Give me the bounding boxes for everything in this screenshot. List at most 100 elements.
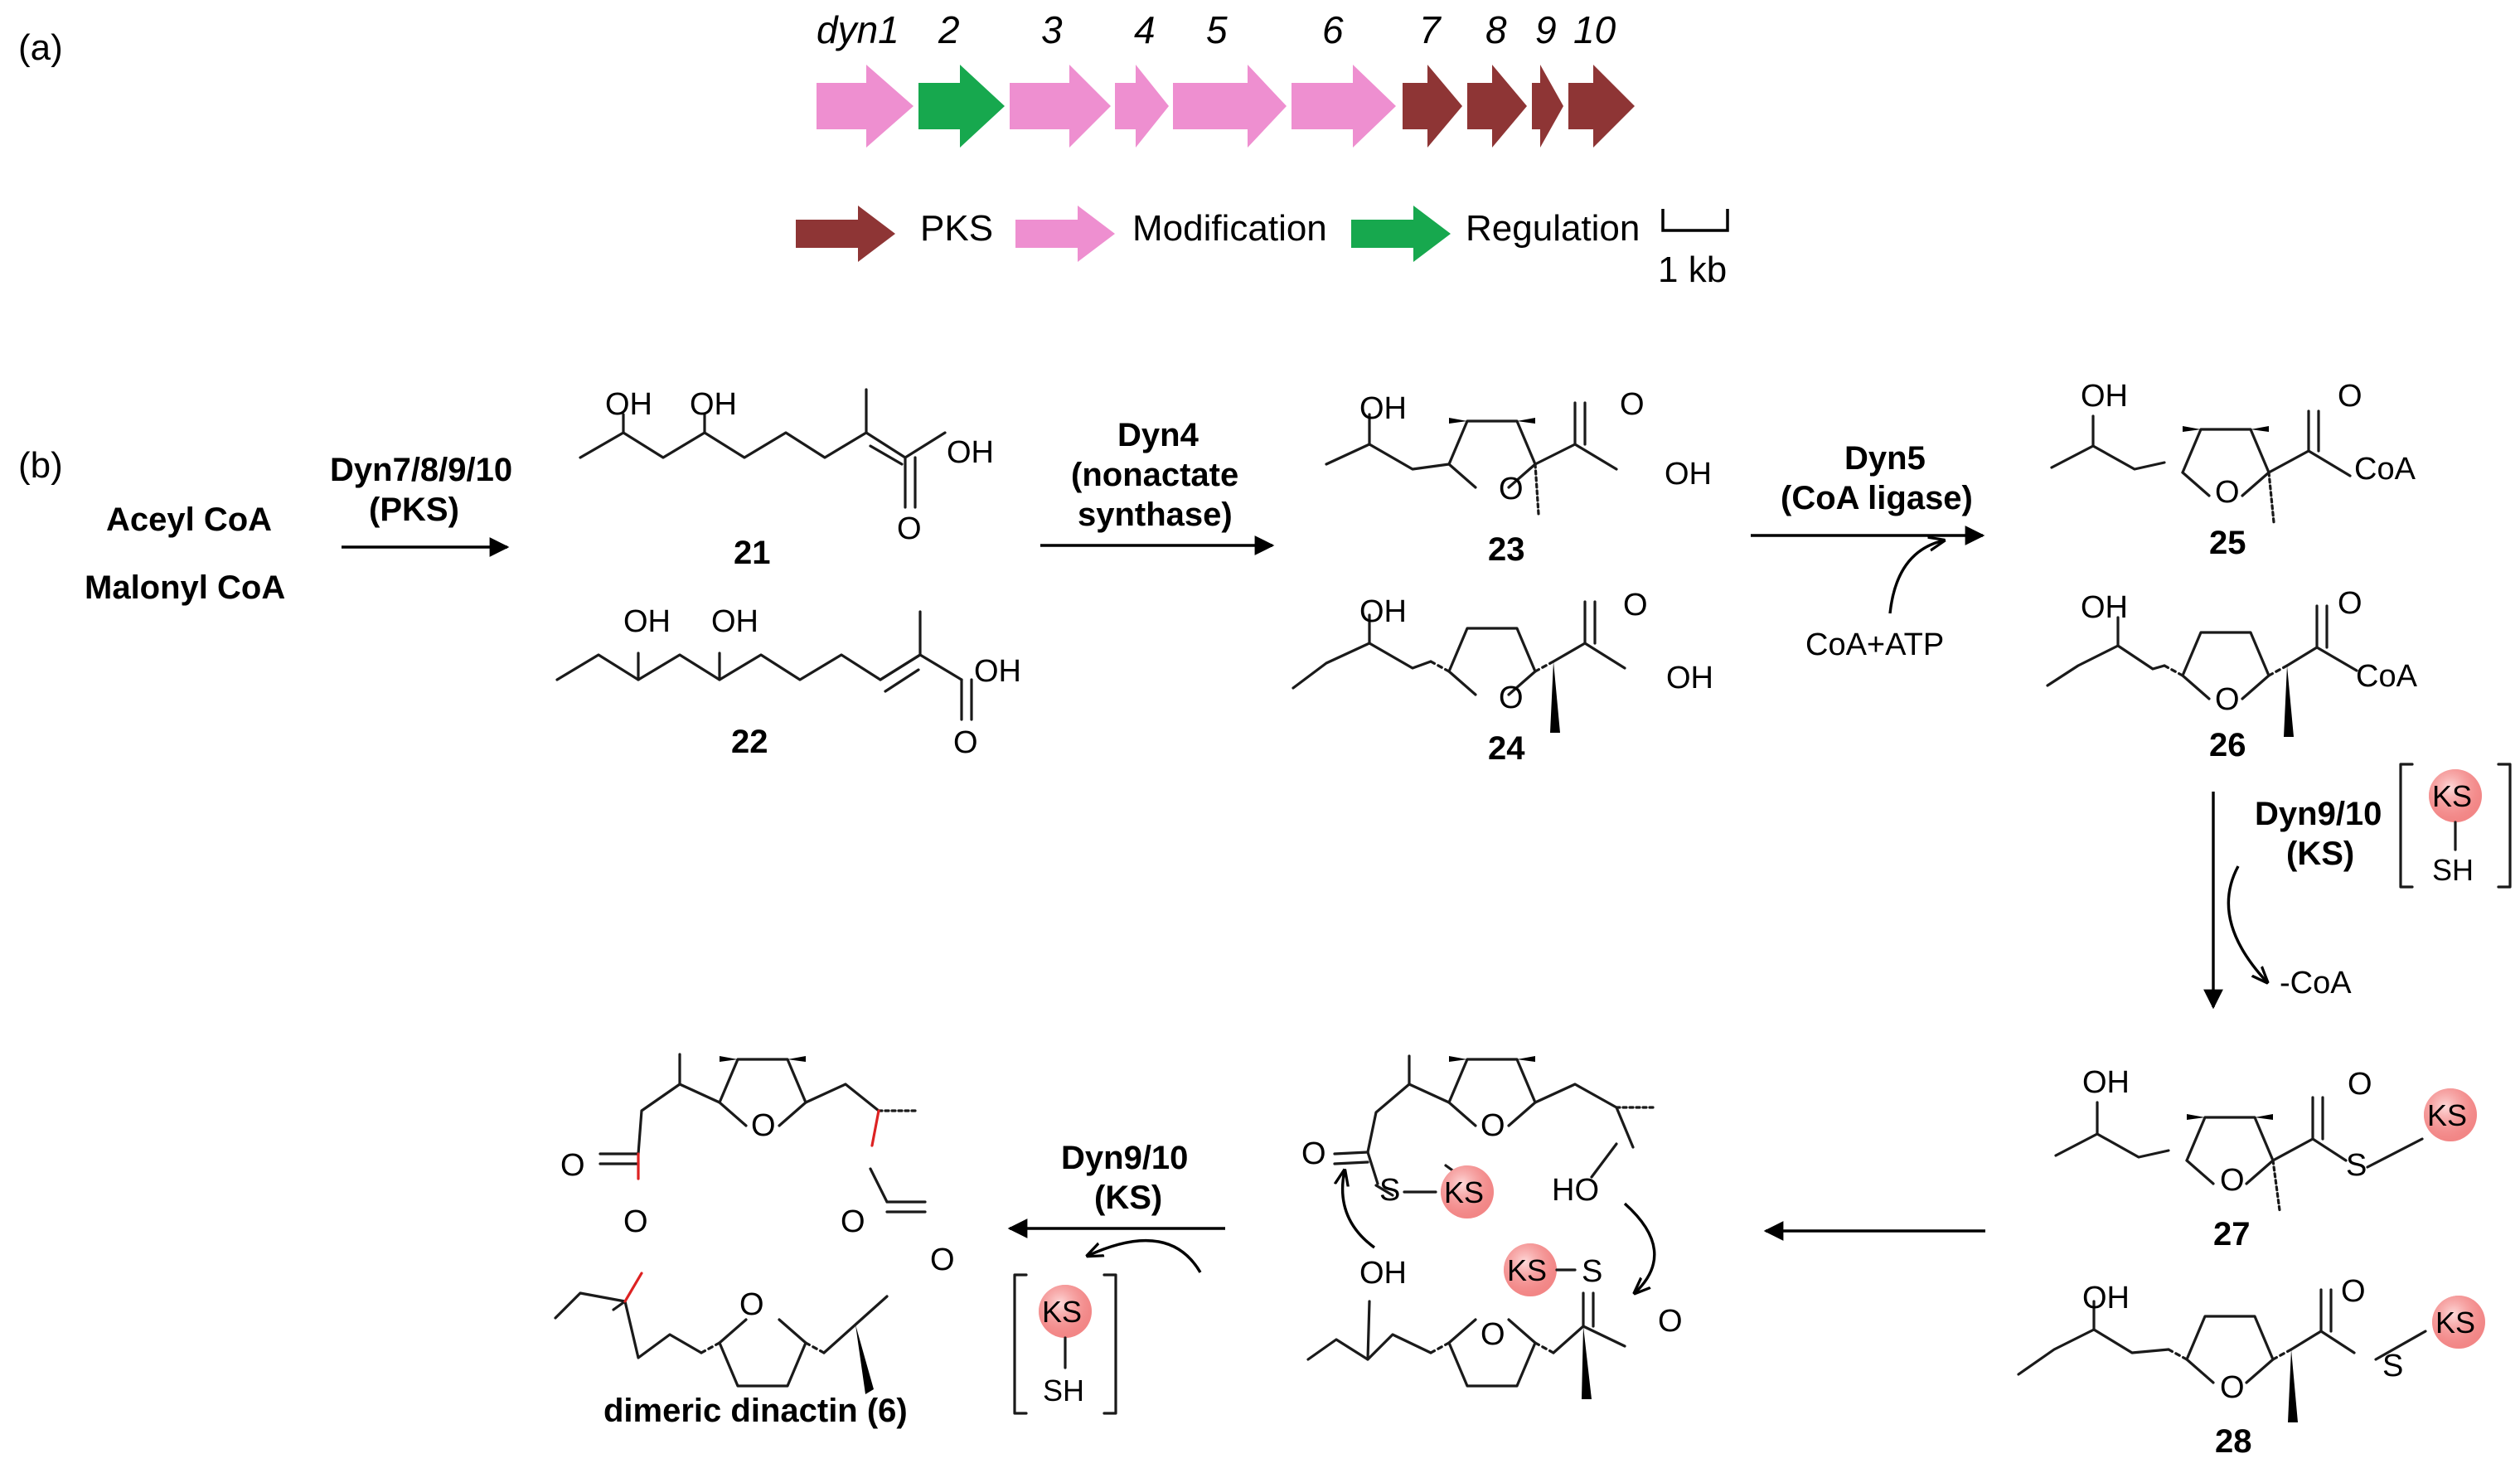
enzyme-dyn4-name: Dyn4 — [1117, 417, 1199, 453]
c28-ks-label: KS — [2435, 1306, 2475, 1340]
c27-oh: OH — [2082, 1065, 2130, 1100]
c26-coa: CoA — [2356, 659, 2418, 694]
enzyme-dyn4-role1: (nonactate — [1071, 457, 1238, 493]
scale-bar — [1661, 209, 1729, 232]
final-ks-release-curve — [1088, 1238, 1202, 1273]
gene-arrow-7 — [1403, 65, 1462, 148]
c24-acid-oh: OH — [1666, 661, 1713, 695]
c22-oh2: OH — [711, 604, 758, 639]
gene-label-5: 5 — [1206, 8, 1228, 51]
din-ring-o-top: O — [751, 1108, 776, 1143]
gene-label-2: 2 — [938, 8, 960, 51]
gene-arrow-10 — [1568, 65, 1635, 148]
gene-label-dyn1: dyn1 — [817, 8, 899, 51]
enzyme-ks2-role: (KS) — [1094, 1180, 1162, 1216]
enzyme-ks-name: Dyn9/10 — [2255, 796, 2382, 832]
c22-oh1: OH — [623, 604, 671, 639]
gene-label-9: 9 — [1535, 8, 1557, 51]
gene-arrow-3 — [1010, 65, 1111, 148]
int-oh-bottom: OH — [1359, 1256, 1407, 1291]
legend-regulation-swatch — [1351, 206, 1451, 262]
gene-label-6: 6 — [1322, 8, 1344, 51]
ks-enzyme-bracket — [2399, 763, 2512, 889]
structure-27 — [2054, 1096, 2424, 1212]
gene-label-4: 4 — [1134, 8, 1156, 51]
legend-pks-label: PKS — [920, 208, 993, 249]
c23-ring-o: O — [1499, 472, 1524, 506]
din-carbonyl-o-left: O — [560, 1148, 585, 1183]
ks-sh: SH — [2432, 853, 2474, 887]
int-s-top: S — [1379, 1173, 1400, 1208]
c26-ring-o: O — [2215, 682, 2240, 717]
c28-oh: OH — [2082, 1281, 2130, 1315]
gene-arrow-5 — [1173, 65, 1287, 148]
c28-carbonyl-o: O — [2341, 1274, 2366, 1309]
gene-label-3: 3 — [1041, 8, 1063, 51]
din-ring-o-bottom: O — [739, 1287, 764, 1322]
c28-ring-o: O — [2220, 1370, 2245, 1405]
din-carbonyl-o-right: O — [930, 1243, 955, 1277]
gene-arrow-6 — [1292, 65, 1396, 148]
gene-label-8: 8 — [1485, 8, 1507, 51]
enzyme-dyn5-role: (CoA ligase) — [1781, 480, 1973, 516]
gene-arrow-4 — [1115, 65, 1169, 148]
gene-arrow-dyn1 — [817, 65, 914, 148]
dyn5-cofactor-curve — [1888, 540, 1944, 614]
c27-ks-label: KS — [2427, 1098, 2467, 1132]
gene-arrow-9 — [1532, 65, 1563, 148]
coa-release: -CoA — [2280, 966, 2352, 1000]
int-ks-bottom-label: KS — [1507, 1253, 1547, 1287]
gene-label-10: 10 — [1573, 8, 1616, 51]
int-ho: HO — [1552, 1173, 1599, 1208]
int-carbonyl-o-top: O — [1301, 1136, 1326, 1171]
compound-label-24: 24 — [1488, 730, 1525, 767]
int-ring-o-bottom: O — [1480, 1317, 1505, 1352]
ks-coa-release-curve — [2227, 865, 2267, 982]
compound-label-23: 23 — [1488, 531, 1525, 568]
c25-oh: OH — [2081, 379, 2128, 414]
legend-regulation-label: Regulation — [1466, 208, 1640, 249]
c28-s: S — [2382, 1349, 2403, 1383]
c22-acid-oh: OH — [974, 654, 1021, 689]
compound-label-dinactin: dimeric dinactin (6) — [603, 1393, 908, 1429]
compound-label-27: 27 — [2213, 1216, 2251, 1252]
c23-carbonyl-o: O — [1620, 387, 1645, 422]
c27-ring-o: O — [2220, 1163, 2245, 1198]
c27-carbonyl-o: O — [2348, 1067, 2372, 1102]
structure-22 — [555, 610, 973, 721]
enzyme-dyn4-role2: synthase) — [1078, 497, 1233, 533]
structure-24 — [1292, 600, 1626, 733]
legend-pks-swatch — [796, 206, 895, 262]
structure-25 — [2050, 409, 2352, 524]
c21-oh1: OH — [605, 387, 652, 422]
substrate-acyl-coa: Aceyl CoA — [106, 501, 272, 538]
int-s-bottom: S — [1582, 1254, 1602, 1289]
c23-acid-oh: OH — [1665, 457, 1712, 492]
c22-carbonyl-o: O — [953, 725, 978, 760]
legend-modification-label: Modification — [1132, 208, 1327, 249]
c21-oh2: OH — [690, 387, 737, 422]
gene-legend: PKS Modification Regulation 1 kb — [796, 206, 1729, 290]
din-ester-o-right: O — [841, 1204, 865, 1239]
structure-28 — [2017, 1288, 2427, 1422]
structure-dinactin-bottom — [554, 1272, 889, 1394]
din-ester-o-left: O — [623, 1204, 648, 1239]
c25-coa: CoA — [2354, 452, 2416, 487]
int-ring-o-top: O — [1480, 1108, 1505, 1143]
gene-arrow-8 — [1467, 65, 1527, 148]
c21-carbonyl-o: O — [897, 511, 922, 546]
structure-dinactin — [598, 1053, 927, 1214]
compound-label-28: 28 — [2215, 1423, 2252, 1460]
c23-oh: OH — [1359, 391, 1407, 426]
gene-label-7: 7 — [1419, 8, 1442, 51]
ks-ball-label: KS — [2432, 779, 2472, 813]
c24-carbonyl-o: O — [1623, 588, 1648, 623]
legend-modification-swatch — [1015, 206, 1115, 262]
panel-b-label: (b) — [18, 445, 63, 486]
int-attack-curve-left — [1343, 1170, 1376, 1249]
structure-23 — [1325, 401, 1618, 516]
int-ks-top-label: KS — [1444, 1175, 1484, 1209]
compound-label-21: 21 — [734, 535, 771, 571]
c26-carbonyl-o: O — [2338, 586, 2362, 621]
scale-bar-label: 1 kb — [1658, 250, 1727, 290]
